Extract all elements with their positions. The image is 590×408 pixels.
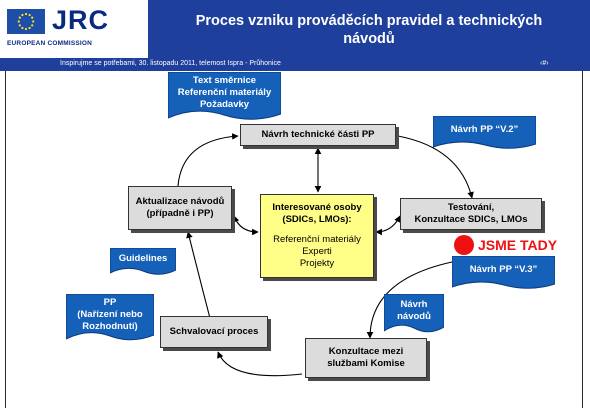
title-line-2: návodů (343, 31, 395, 47)
box-konzultace-komise: Konzultace mezi službami Komise (305, 338, 427, 378)
box-label: Aktualizace návodů (135, 196, 225, 207)
arrow-konzultace-to-schvalovaci (217, 351, 303, 377)
box-testovani: Testování, Konzultace SDICs, LMOs (400, 198, 542, 230)
box-label: Konzultace mezi (328, 346, 404, 357)
subtitle-bar (0, 58, 590, 71)
arrow-center-testovani (375, 215, 401, 236)
doc-line: Návrh PP “V.2” (450, 124, 519, 135)
doc-line: Guidelines (118, 253, 168, 264)
slide-frame (5, 71, 583, 408)
european-commission-label: EUROPEAN COMMISSION (7, 40, 93, 47)
box-label: (případně i PP) (146, 208, 214, 219)
jrc-logo: JRC (52, 5, 110, 35)
doc-line: Text směrnice (192, 75, 257, 86)
doc-guidelines: Guidelines (110, 248, 176, 276)
arrow-schvalovaci-to-aktualizace (186, 231, 213, 327)
center-heading: Interesované osoby (272, 202, 362, 213)
doc-line: Referenční materiály (177, 87, 272, 98)
box-label: Schvalovací proces (169, 326, 259, 337)
arrow-aktualizace-to-navrh (177, 133, 239, 187)
box-label: službami Komise (327, 358, 405, 369)
arrow-center-aktualizace (232, 215, 259, 236)
doc-line: (Nařízení nebo (77, 308, 143, 320)
box-label: Konzultace SDICs, LMOs (414, 214, 528, 225)
box-interesovane-osoby: Interesované osoby (SDICs, LMOs): Refere… (260, 194, 374, 278)
box-aktualizace-navodu: Aktualizace návodů (případně i PP) (128, 186, 232, 230)
center-item: Experti (302, 246, 332, 257)
slide-title: Proces vzniku prováděcích pravidel a tec… (148, 12, 590, 48)
eu-flag-icon (7, 9, 45, 34)
doc-navrh-navodu: Návrh návodů (384, 294, 444, 334)
you-are-here-label: JSME TADY (478, 237, 558, 253)
title-line-1: Proces vzniku prováděcích pravidel a tec… (195, 13, 543, 29)
doc-line: PP (103, 296, 117, 308)
doc-line: návodů (397, 310, 431, 322)
center-item: Projekty (299, 258, 335, 269)
center-heading: (SDICs, LMOs): (282, 214, 352, 225)
doc-line: Požadavky (199, 99, 250, 110)
doc-navrh-pp-v2: Návrh PP “V.2” (433, 116, 536, 150)
slide-subtitle: Inspirujme se potřebami, 30. listopadu 2… (60, 60, 281, 67)
title-bar (148, 0, 590, 58)
doc-text-smernice: Text směrnice Referenční materiály Požad… (168, 72, 281, 122)
arrow-navrh-to-testovani (397, 135, 474, 199)
center-item: Referenční materiály (273, 234, 361, 245)
doc-line: Návrh PP “V.3” (469, 264, 538, 275)
doc-line: Návrh (400, 298, 428, 310)
doc-navrh-pp-v3: Návrh PP “V.3” (452, 256, 555, 290)
box-label: Testování, (447, 202, 495, 213)
box-schvalovaci-proces: Schvalovací proces (160, 316, 268, 348)
doc-line: Rozhodnutí) (82, 320, 138, 332)
page-number: ‹#› (540, 60, 549, 67)
box-label: Návrh technické části PP (261, 129, 375, 140)
arrow-testovani-to-konzultace (366, 261, 453, 339)
box-navrh-technicke-casti: Návrh technické části PP (240, 124, 396, 146)
you-are-here-dot-icon (454, 235, 474, 255)
doc-pp: PP (Nařízení nebo Rozhodnutí) (66, 294, 154, 342)
